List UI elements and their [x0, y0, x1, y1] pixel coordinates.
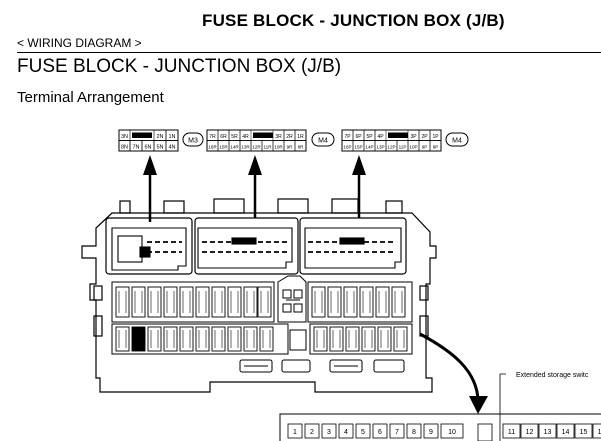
svg-text:Extended storage switc: Extended storage switc — [516, 372, 589, 379]
connector-m4-right: 7P 6P 5P 4P 3P 2P 1P 16P 15P 14P 13P 12P — [341, 129, 442, 152]
junction-box-body — [81, 198, 437, 393]
svg-text:2R: 2R — [286, 134, 293, 140]
svg-text:9R: 9R — [287, 145, 294, 150]
connector-m4-center-label: M4 — [311, 132, 335, 147]
svg-text:3R: 3R — [275, 134, 282, 140]
fuse-number-7: 7 — [395, 429, 399, 436]
fuse-number-6: 6 — [378, 429, 382, 436]
svg-text:14P: 14P — [365, 145, 373, 150]
arrow-to-m3 — [143, 155, 157, 222]
fuse-detail-strip: 1 2 3 4 5 6 7 8 9 10 11 12 13 — [279, 413, 601, 441]
connector-m4-right-label: M4 — [445, 132, 469, 147]
subsection-title: Terminal Arrangement — [17, 89, 164, 106]
svg-text:6R: 6R — [220, 134, 227, 140]
connector-m3: 3N 2N 1N 8N 7N 6N 5N 4N — [118, 129, 179, 152]
terminal-4n: 4N — [168, 145, 175, 151]
fuse-number-10: 10 — [448, 429, 456, 436]
svg-text:12P: 12P — [387, 145, 395, 150]
svg-text:15P: 15P — [354, 145, 362, 150]
m3-blank-cavity — [132, 132, 152, 138]
svg-text:10P: 10P — [409, 145, 417, 150]
terminal-8n: 8N — [121, 145, 128, 151]
fuse-number-2: 2 — [310, 429, 314, 436]
svg-text:5P: 5P — [366, 134, 373, 140]
connector-m4-center: 7R 6R 5R 4R 3R 2R 1R 16R 15R 14R 13R 12R — [206, 129, 307, 152]
fuse-number-4: 4 — [344, 429, 348, 436]
page-title: FUSE BLOCK - JUNCTION BOX (J/B) — [202, 11, 505, 30]
fuse-number-13: 13 — [544, 429, 552, 436]
fuse-number-8: 8 — [412, 429, 416, 436]
svg-text:M3: M3 — [188, 138, 198, 145]
fuse-number-15: 15 — [580, 429, 588, 436]
m4-center-blank-cavity — [253, 132, 273, 138]
svg-text:4R: 4R — [242, 134, 249, 140]
terminal-5n: 5N — [156, 145, 163, 151]
svg-text:5R: 5R — [231, 134, 238, 140]
storage-switch-slot — [477, 423, 493, 441]
title-divider — [17, 52, 601, 53]
fuse-number-3: 3 — [327, 429, 331, 436]
svg-text:12R: 12R — [252, 145, 261, 150]
fuse-number-16: 16 — [598, 429, 601, 436]
fuse-row-upper — [111, 281, 413, 323]
svg-text:13P: 13P — [376, 145, 384, 150]
svg-text:16P: 16P — [343, 145, 351, 150]
m4-right-socket — [304, 227, 402, 269]
bottom-spare-slots — [239, 359, 405, 373]
terminal-3n: 3N — [121, 134, 128, 140]
svg-text:10R: 10R — [274, 145, 283, 150]
svg-text:8R: 8R — [298, 145, 305, 150]
terminal-1n: 1N — [168, 134, 175, 140]
fuse-number-9: 9 — [429, 429, 433, 436]
svg-text:11P: 11P — [399, 145, 407, 150]
svg-text:15R: 15R — [219, 145, 228, 150]
fuse-number-14: 14 — [562, 429, 570, 436]
fuse-number-11: 11 — [508, 429, 515, 436]
arrow-to-m4-right — [352, 155, 366, 218]
svg-text:6P: 6P — [355, 134, 362, 140]
m3-socket — [111, 227, 187, 271]
curved-arrow-to-detail — [419, 332, 488, 414]
svg-text:1P: 1P — [432, 134, 439, 140]
svg-text:13R: 13R — [241, 145, 250, 150]
svg-text:8P: 8P — [433, 145, 439, 150]
center-relay-socket — [277, 275, 307, 323]
svg-text:7P: 7P — [344, 134, 351, 140]
fuse-number-1: 1 — [293, 429, 297, 436]
svg-text:4P: 4P — [377, 134, 384, 140]
arrow-to-m4-center — [248, 155, 262, 218]
svg-text:16R: 16R — [208, 145, 217, 150]
svg-text:M4: M4 — [452, 138, 462, 145]
svg-text:11R: 11R — [263, 145, 272, 150]
terminal-2n: 2N — [156, 134, 163, 140]
m4-right-blank-cavity — [388, 132, 408, 138]
fuse-row-lower — [111, 323, 413, 355]
terminal-6n: 6N — [144, 145, 151, 151]
svg-text:9P: 9P — [422, 145, 428, 150]
m4-right-bottom-row: 16P 15P 14P 13P 12P 11P 10P 9P 8P — [341, 140, 442, 152]
m4-center-socket — [197, 227, 293, 269]
terminal-7n: 7N — [132, 145, 139, 151]
connector-m3-label: M3 — [182, 132, 204, 147]
svg-text:M4: M4 — [318, 138, 328, 145]
breadcrumb: < WIRING DIAGRAM > — [17, 36, 142, 50]
svg-text:1R: 1R — [297, 134, 304, 140]
fuse-number-5: 5 — [361, 429, 365, 436]
m4-center-top-row: 7R 6R 5R 4R 3R 2R 1R — [206, 129, 307, 141]
m4-center-bottom-row: 16R 15R 14R 13R 12R 11R 10R 9R 8R — [206, 140, 307, 152]
svg-text:2P: 2P — [421, 134, 428, 140]
section-title: FUSE BLOCK - JUNCTION BOX (J/B) — [17, 56, 342, 77]
svg-text:3P: 3P — [410, 134, 417, 140]
svg-text:14R: 14R — [230, 145, 239, 150]
fuse-number-12: 12 — [526, 429, 534, 436]
svg-text:7R: 7R — [209, 134, 216, 140]
extended-storage-switch-callout: Extended storage switc — [499, 372, 589, 441]
